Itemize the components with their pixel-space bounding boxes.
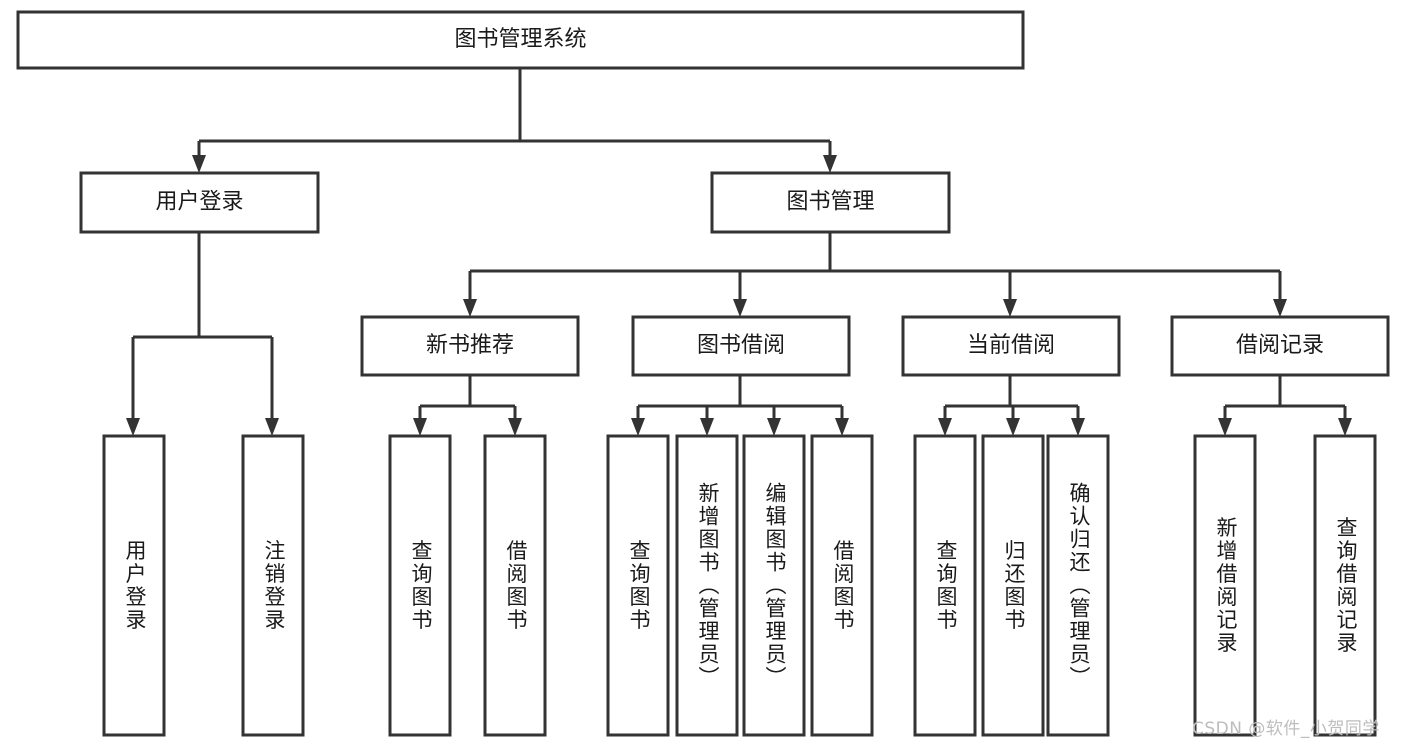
node-leaf-edit-book[interactable]: 编辑图书（管理员） — [742, 434, 806, 737]
node-current-borrow[interactable]: 当前借阅 — [901, 315, 1121, 377]
node-label-current-borrow: 当前借阅 — [967, 333, 1055, 358]
node-label-leaf-edit-book: 编辑图书（管理员） — [763, 482, 787, 689]
node-label-leaf-query-record: 查询借阅记录 — [1334, 517, 1358, 655]
node-leaf-query-record[interactable]: 查询借阅记录 — [1313, 434, 1377, 737]
node-label-leaf-add-record: 新增借阅记录 — [1214, 517, 1238, 655]
arrow-head-icon — [938, 418, 952, 436]
node-box-leaf-return-book[interactable] — [981, 434, 1045, 737]
node-box-book-borrow[interactable] — [631, 315, 851, 377]
arrow-head-icon — [265, 418, 279, 436]
node-leaf-add-book[interactable]: 新增图书（管理员） — [675, 434, 739, 737]
node-box-leaf-borrow-book-2[interactable] — [810, 434, 874, 737]
node-borrow-record[interactable]: 借阅记录 — [1170, 315, 1390, 377]
node-label-leaf-query-book-2: 查询图书 — [627, 540, 651, 632]
node-box-new-book-rec[interactable] — [360, 315, 580, 377]
arrow-head-icon — [1273, 299, 1287, 317]
arrow-head-icon — [823, 155, 837, 173]
edge-book-manage-split — [468, 232, 1282, 300]
edge-borrow-record-split — [1223, 375, 1347, 419]
arrow-head-icon — [1006, 418, 1020, 436]
node-leaf-add-record[interactable]: 新增借阅记录 — [1193, 434, 1257, 737]
node-box-root[interactable] — [16, 10, 1025, 70]
edge-book-borrow-split — [636, 375, 844, 419]
node-new-book-rec[interactable]: 新书推荐 — [360, 315, 580, 377]
node-label-user-login: 用户登录 — [155, 190, 243, 215]
arrow-head-icon — [1218, 418, 1232, 436]
arrow-head-icon — [1003, 299, 1017, 317]
node-box-user-login[interactable] — [79, 171, 320, 234]
node-label-leaf-query-book-3: 查询图书 — [934, 540, 958, 632]
node-box-borrow-record[interactable] — [1170, 315, 1390, 377]
node-leaf-borrow-book-2[interactable]: 借阅图书 — [810, 434, 874, 737]
edge-layer — [126, 68, 1352, 436]
node-label-leaf-logout: 注销登录 — [262, 540, 286, 632]
node-label-leaf-user-login: 用户登录 — [123, 540, 147, 632]
arrow-head-icon — [1338, 418, 1352, 436]
node-label-book-manage: 图书管理 — [786, 190, 874, 215]
edge-root-split — [197, 68, 832, 156]
arrow-head-icon — [700, 418, 714, 436]
node-user-login[interactable]: 用户登录 — [79, 171, 320, 234]
node-label-book-borrow: 图书借阅 — [697, 333, 785, 358]
arrow-head-icon — [1071, 418, 1085, 436]
node-box-current-borrow[interactable] — [901, 315, 1121, 377]
node-leaf-query-book-3[interactable]: 查询图书 — [913, 434, 977, 737]
arrow-head-icon — [631, 418, 645, 436]
node-leaf-confirm-return[interactable]: 确认归还（管理员） — [1046, 434, 1110, 737]
arrow-head-icon — [192, 155, 206, 173]
node-box-leaf-edit-book[interactable] — [742, 434, 806, 737]
node-box-leaf-add-record[interactable] — [1193, 434, 1257, 737]
edge-current-borrow-split — [943, 375, 1080, 419]
node-leaf-query-book-1[interactable]: 查询图书 — [388, 434, 452, 737]
node-label-leaf-borrow-book-1: 借阅图书 — [504, 540, 528, 632]
node-box-leaf-add-book[interactable] — [675, 434, 739, 737]
node-label-borrow-record: 借阅记录 — [1236, 333, 1324, 358]
node-leaf-borrow-book-1[interactable]: 借阅图书 — [483, 434, 547, 737]
arrow-head-icon — [835, 418, 849, 436]
node-book-borrow[interactable]: 图书借阅 — [631, 315, 851, 377]
node-leaf-logout[interactable]: 注销登录 — [241, 434, 305, 737]
edge-user-login-split — [131, 232, 274, 419]
node-leaf-user-login[interactable]: 用户登录 — [102, 434, 166, 737]
node-layer: 图书管理系统用户登录图书管理新书推荐图书借阅当前借阅借阅记录用户登录注销登录查询… — [16, 10, 1390, 737]
node-label-leaf-query-book-1: 查询图书 — [409, 540, 433, 632]
node-label-leaf-add-book: 新增图书（管理员） — [696, 482, 720, 689]
node-box-leaf-query-book-2[interactable] — [606, 434, 670, 737]
node-label-leaf-borrow-book-2: 借阅图书 — [831, 540, 855, 632]
node-root[interactable]: 图书管理系统 — [16, 10, 1025, 70]
node-box-leaf-query-record[interactable] — [1313, 434, 1377, 737]
node-box-leaf-logout[interactable] — [241, 434, 305, 737]
node-label-new-book-rec: 新书推荐 — [426, 333, 514, 358]
arrow-head-icon — [463, 299, 477, 317]
node-box-leaf-borrow-book-1[interactable] — [483, 434, 547, 737]
node-box-leaf-query-book-1[interactable] — [388, 434, 452, 737]
arrow-head-icon — [126, 418, 140, 436]
node-box-leaf-query-book-3[interactable] — [913, 434, 977, 737]
node-box-leaf-user-login[interactable] — [102, 434, 166, 737]
node-label-leaf-return-book: 归还图书 — [1002, 540, 1026, 632]
node-label-leaf-confirm-return: 确认归还（管理员） — [1067, 482, 1091, 689]
node-book-manage[interactable]: 图书管理 — [710, 171, 951, 234]
node-box-leaf-confirm-return[interactable] — [1046, 434, 1110, 737]
node-leaf-query-book-2[interactable]: 查询图书 — [606, 434, 670, 737]
node-box-book-manage[interactable] — [710, 171, 951, 234]
arrow-head-icon — [413, 418, 427, 436]
node-leaf-return-book[interactable]: 归还图书 — [981, 434, 1045, 737]
node-label-root: 图书管理系统 — [454, 27, 586, 52]
arrow-head-icon — [733, 299, 747, 317]
arrow-head-icon — [508, 418, 522, 436]
edge-new-book-rec-split — [418, 375, 517, 419]
arrow-head-icon — [767, 418, 781, 436]
csdn-watermark: CSDN @软件_小贺同学 — [1192, 719, 1380, 739]
